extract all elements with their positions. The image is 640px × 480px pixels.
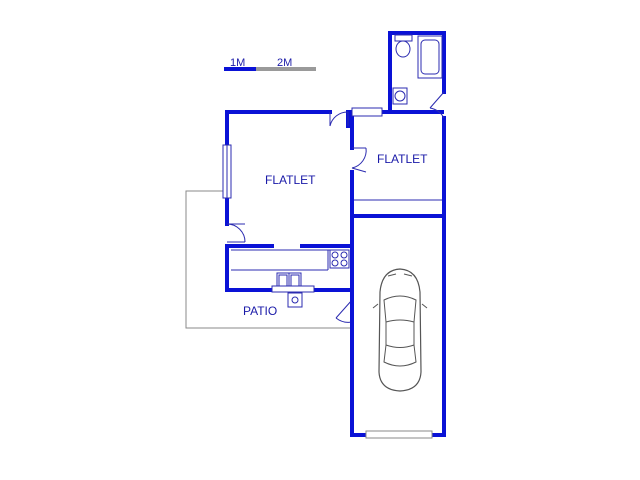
room-label-flatlet-main: FLATLET [265,173,316,187]
scale-label-2m: 2M [277,57,292,69]
door-patio [335,299,353,323]
patio-basin-icon [271,285,315,308]
window-top [351,107,383,117]
bath-icon [417,35,443,79]
stove-icon [329,249,350,269]
basin-icon [392,87,408,105]
flatlet-garage-divider [350,199,446,218]
room-label-flatlet-right: FLATLET [377,152,428,166]
toilet-icon [394,34,413,58]
garage-walls [350,214,446,437]
patio-outline [185,190,352,329]
kitchen-counter [231,249,348,271]
door-left-lower [226,223,246,243]
scale-bar: 1M 2M [224,57,316,71]
sink-icon [276,272,302,289]
door-bathroom [429,91,445,119]
door-top [329,111,349,127]
scale-label-1m: 1M [230,57,245,69]
bathroom-walls [388,31,446,437]
window-left [222,144,232,199]
room-label-patio: PATIO [243,304,277,318]
car-icon [372,268,428,392]
door-right-flatlet [351,147,367,173]
garage-door [365,430,433,439]
